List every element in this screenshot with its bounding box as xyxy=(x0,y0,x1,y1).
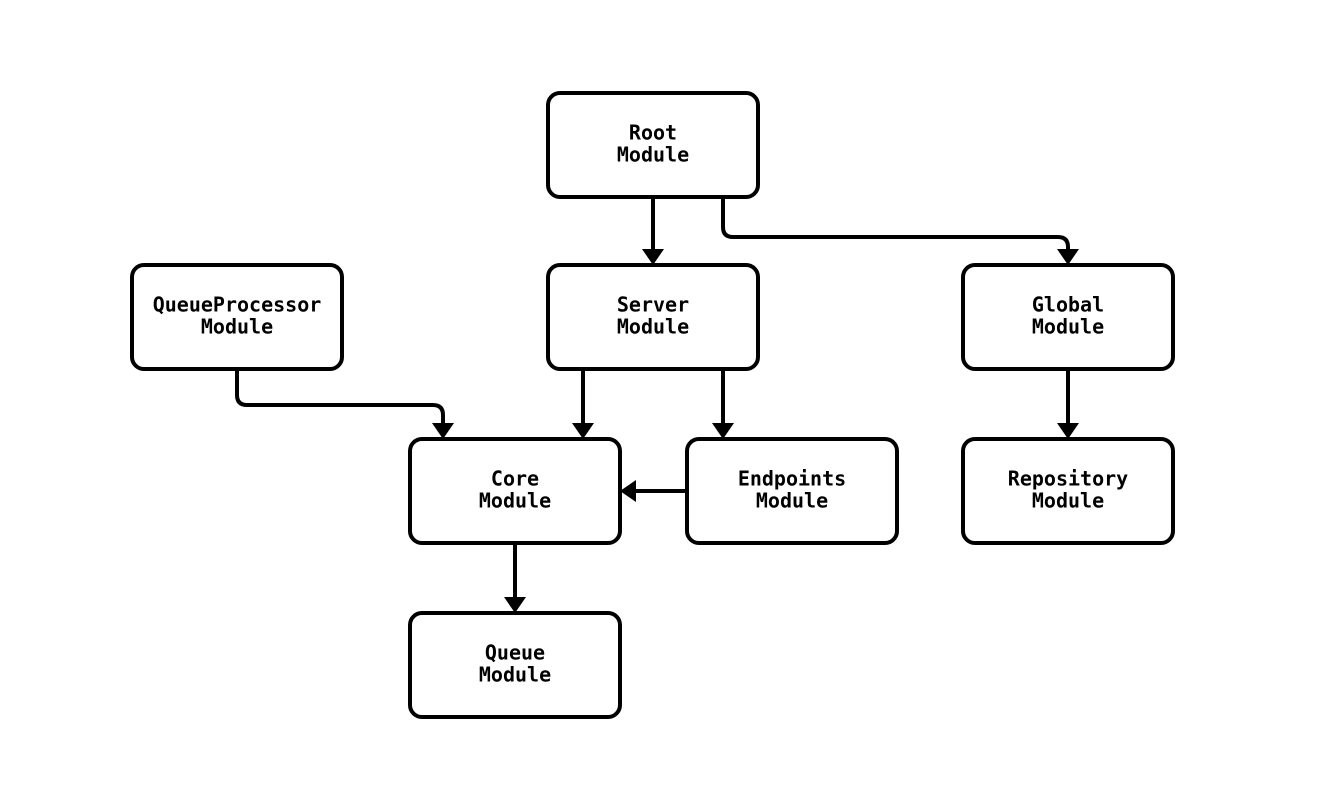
node-label-line1: Core xyxy=(491,467,539,491)
edge-global-to-repository xyxy=(1057,369,1079,439)
node-label-line1: Global xyxy=(1032,293,1104,317)
edge-queueprocessor-to-core xyxy=(235,369,454,439)
arrowhead-icon xyxy=(504,597,526,613)
node-label-line2: Module xyxy=(617,315,689,339)
node-label-line2: Module xyxy=(1032,315,1104,339)
edge-endpoints-to-core xyxy=(620,480,687,502)
node-box-queueprocessor[interactable] xyxy=(130,263,344,371)
edge-line xyxy=(235,369,445,423)
node-box-repository[interactable] xyxy=(961,437,1175,545)
node-label-line1: Endpoints xyxy=(738,467,846,491)
node-box-core[interactable] xyxy=(408,437,622,545)
node-label-line2: Module xyxy=(479,663,551,687)
arrowhead-icon xyxy=(642,249,664,265)
node-label-line1: Root xyxy=(629,121,677,145)
node-label-line2: Module xyxy=(479,489,551,513)
node-label-line1: QueueProcessor xyxy=(153,293,322,317)
edges-layer xyxy=(235,197,1079,613)
node-label-line1: Server xyxy=(617,293,689,317)
edge-server-to-core xyxy=(572,369,594,439)
node-label-line2: Module xyxy=(201,315,273,339)
arrowhead-icon xyxy=(620,480,636,502)
node-box-global[interactable] xyxy=(961,263,1175,371)
edge-line xyxy=(721,197,1070,249)
edge-server-to-endpoints xyxy=(712,369,734,439)
arrowhead-icon xyxy=(1057,249,1079,265)
arrowhead-icon xyxy=(1057,423,1079,439)
arrowhead-icon xyxy=(432,423,454,439)
arrowhead-icon xyxy=(712,423,734,439)
node-label-line2: Module xyxy=(1032,489,1104,513)
nodes-layer: RootModuleQueueProcessorModuleServerModu… xyxy=(130,91,1175,719)
node-label-line1: Repository xyxy=(1008,467,1128,491)
edge-root-to-global xyxy=(721,197,1079,265)
arrowhead-icon xyxy=(572,423,594,439)
node-box-endpoints[interactable] xyxy=(685,437,899,545)
node-label-line2: Module xyxy=(617,143,689,167)
node-box-queue[interactable] xyxy=(408,611,622,719)
node-box-root[interactable] xyxy=(546,91,760,199)
node-label-line1: Queue xyxy=(485,641,545,665)
edge-root-to-server xyxy=(642,197,664,265)
edge-core-to-queue xyxy=(504,543,526,613)
node-label-line2: Module xyxy=(756,489,828,513)
node-box-server[interactable] xyxy=(546,263,760,371)
